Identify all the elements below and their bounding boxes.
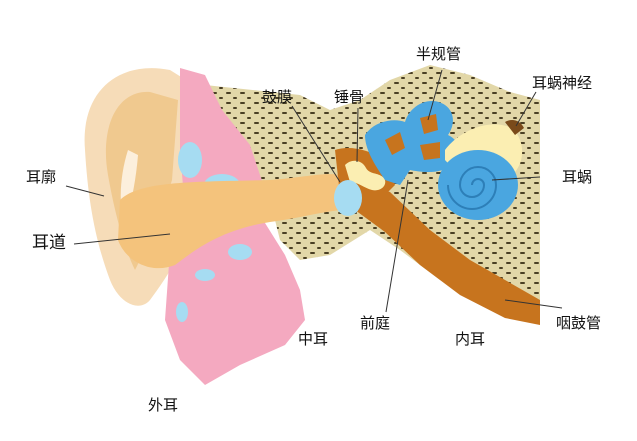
- label-cochlear-nerve: 耳蜗神经: [532, 74, 593, 92]
- label-auricle: 耳廓: [26, 168, 57, 186]
- cochlea-shape: [438, 150, 518, 220]
- canal-hole: [385, 132, 405, 155]
- canal-hole: [420, 142, 440, 160]
- ear-canal-shape: [118, 174, 342, 269]
- label-vestibule: 前庭: [360, 314, 391, 332]
- tissue-spot: [195, 269, 215, 281]
- label-eustachian-tube: 咽鼓管: [556, 314, 602, 332]
- label-eardrum: 鼓膜: [262, 88, 293, 106]
- label-cochlea: 耳蜗: [562, 168, 593, 186]
- label-semicircular-canals: 半规管: [416, 45, 462, 63]
- leader-lines: [65, 69, 563, 313]
- canal-hole: [420, 114, 438, 134]
- cochlea-spiral: [447, 166, 498, 210]
- nerve-root: [505, 120, 524, 135]
- eardrum-shape: [334, 180, 362, 216]
- label-middle-ear: 中耳: [298, 330, 329, 348]
- label-outer-ear: 外耳: [148, 396, 179, 414]
- label-ear-canal: 耳道: [32, 233, 66, 253]
- tissue-spot: [178, 142, 202, 178]
- label-inner-ear: 内耳: [455, 330, 486, 348]
- tissue-spot: [176, 302, 188, 322]
- label-malleus: 锤骨: [334, 88, 365, 106]
- ossicles: [345, 160, 386, 191]
- eustachian-tube-shape: [350, 180, 540, 325]
- tissue-spot: [228, 244, 252, 260]
